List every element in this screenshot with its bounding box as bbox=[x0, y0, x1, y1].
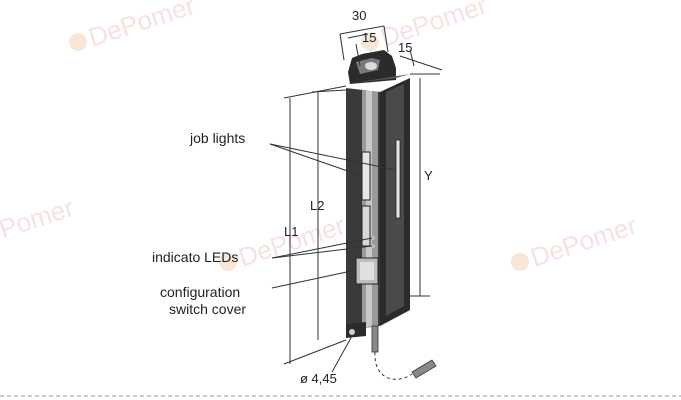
watermark-group: DePomer DePomer Pomer DePomer DePomer bbox=[0, 0, 641, 273]
cable-dashed bbox=[374, 351, 413, 380]
watermark-text: DePomer bbox=[235, 210, 349, 273]
label-switch-cover: switch cover bbox=[169, 301, 246, 317]
label-configuration: configuration bbox=[160, 284, 240, 300]
watermark-logo: Pomer bbox=[0, 192, 78, 244]
watermark-text: DePomer bbox=[85, 0, 199, 53]
indicator-led bbox=[371, 244, 375, 248]
cable-connector bbox=[371, 325, 379, 353]
dim-depth: 15 bbox=[398, 40, 412, 55]
label-job-lights: job lights bbox=[189, 130, 245, 146]
callout-leaders bbox=[269, 143, 397, 289]
watermark-logo: DePomer bbox=[219, 210, 349, 273]
bottom-mount bbox=[346, 322, 366, 338]
label-indicator-leds: indicato LEDs bbox=[152, 249, 238, 265]
job-light-window bbox=[361, 151, 371, 201]
watermark-text: Pomer bbox=[0, 192, 78, 244]
dim-length-l1: L1 bbox=[284, 224, 298, 239]
job-light-window bbox=[395, 139, 401, 219]
job-light-window bbox=[361, 205, 371, 247]
watermark-logo: DePomer bbox=[361, 0, 491, 53]
dim-top-partial: 15 bbox=[362, 30, 376, 45]
watermark-text: DePomer bbox=[527, 210, 641, 273]
watermark-logo: DePomer bbox=[69, 0, 199, 53]
dimension-lines bbox=[283, 25, 443, 373]
cable-end bbox=[411, 359, 437, 379]
watermark-logo: DePomer bbox=[511, 210, 641, 273]
watermark-text: DePomer bbox=[377, 0, 491, 53]
sensor-housing bbox=[346, 50, 437, 380]
dim-length-l2: L2 bbox=[310, 198, 324, 213]
mounting-hole-top bbox=[365, 62, 377, 70]
dim-height-y: Y bbox=[424, 168, 433, 183]
dim-hole-diameter: ø 4,45 bbox=[300, 371, 337, 386]
indicator-led bbox=[371, 236, 375, 240]
mounting-hole-bottom bbox=[349, 329, 355, 335]
dim-top-width: 30 bbox=[352, 8, 366, 23]
